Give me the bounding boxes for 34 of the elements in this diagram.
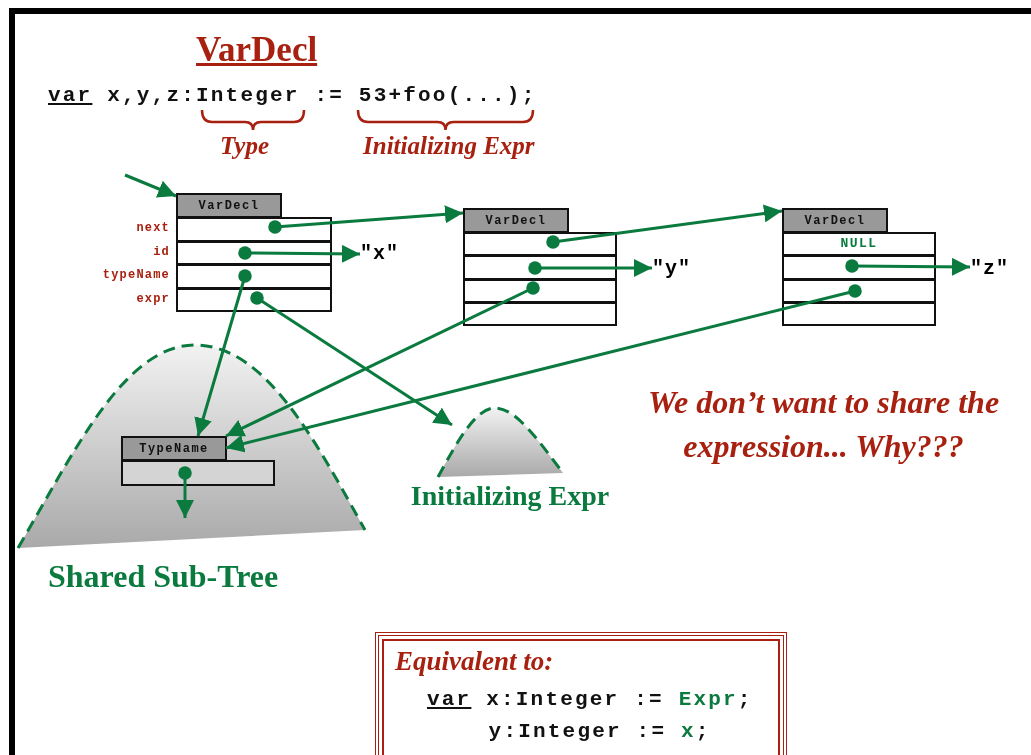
pointer-arrow [124,173,177,198]
note-heading: Equivalent to: [395,646,554,677]
remark: We don’t want to share the expression... Why??? [646,383,1001,466]
string-value: "y" [652,257,704,281]
null-value: NULL [839,236,879,251]
pointer-arrow [176,466,194,518]
subtree-caption: Shared Sub-Tree [48,558,279,595]
brace-label: Initializing Expr [363,132,535,160]
record-header: VarDecl [782,208,888,233]
pointer-arrow [546,204,783,249]
pointer-arrow [225,284,862,453]
code-line: y:Integer := x; [488,720,711,743]
subtree-caption: Initializing Expr [409,480,611,512]
record-header: VarDecl [176,193,282,218]
string-value: "z" [970,257,1024,281]
field-name: next [136,221,170,235]
pointer-arrow [194,269,252,437]
note-box [375,632,787,755]
pointer-arrow [268,205,464,234]
record-header: TypeName [121,436,227,461]
string-value: "x" [360,242,416,266]
field-name: typeName [102,268,170,282]
pointer-arrow [225,281,540,438]
pointer-arrow [238,244,360,263]
pointer-arrow [528,259,652,277]
pointer-arrow [250,291,453,427]
code-line: var x:Integer := Expr; [427,688,753,711]
diagram-title: VarDecl [196,30,318,70]
brace-label: Type [220,132,270,160]
record-header: VarDecl [463,208,569,233]
code-line: var x,y,z:Integer := 53+foo(...); [48,84,537,107]
field-name: id [153,244,170,259]
field-name: expr [136,291,170,306]
pointer-arrow [845,257,970,276]
